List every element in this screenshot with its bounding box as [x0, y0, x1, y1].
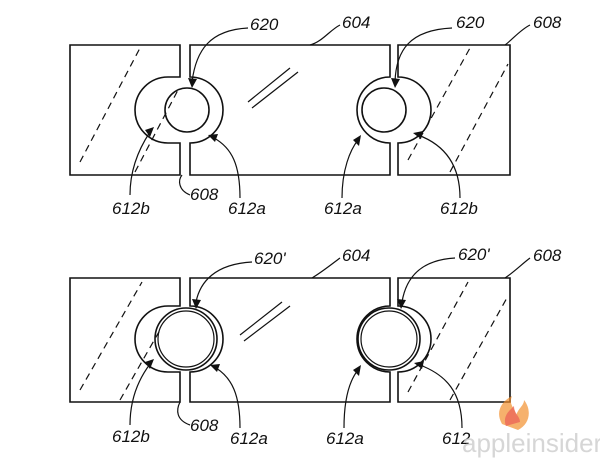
top-assembly: 620 604 620 608 612b 608 612a 612a 612b — [69, 13, 562, 218]
watermark-text: appleinsider — [462, 428, 600, 458]
bottom-right-hatch — [407, 281, 469, 393]
bottom-label-608-right: 608 — [533, 246, 562, 265]
top-glare-2 — [251, 71, 299, 109]
bottom-assembly: 620' 604 620' 608 612b 608 612a 612a 612 — [69, 245, 562, 448]
top-leader-620-right — [394, 27, 453, 83]
top-label-608-mid: 608 — [190, 185, 219, 204]
top-label-608-right: 608 — [533, 13, 562, 32]
bottom-leader-612-b — [419, 364, 463, 429]
top-center-link — [189, 44, 391, 176]
bottom-label-612b-left: 612b — [112, 427, 150, 446]
top-leader-608 — [504, 24, 531, 46]
top-leader-612a-a — [213, 137, 241, 199]
bottom-label-608-mid: 608 — [190, 416, 219, 435]
bottom-right-hatch-2 — [449, 295, 509, 401]
bottom-left-link — [69, 277, 181, 403]
top-leader-608-mid — [179, 174, 191, 196]
bottom-label-620-right: 620' — [458, 245, 490, 264]
bottom-leader-608-mid — [177, 401, 191, 426]
bottom-right-pin — [357, 307, 421, 371]
top-leader-604 — [309, 24, 341, 46]
appleinsider-watermark: appleinsider — [462, 396, 600, 458]
top-left-link — [69, 44, 181, 176]
bottom-left-hatch — [79, 281, 143, 391]
bottom-glare-2 — [243, 305, 291, 342]
bottom-label-604: 604 — [342, 246, 370, 265]
top-right-pin — [361, 87, 407, 133]
flame-logo-icon — [499, 396, 529, 430]
top-leader-612b-b — [417, 134, 461, 199]
bottom-leader-620-right — [401, 257, 456, 303]
bottom-leader-612b-a — [129, 363, 151, 426]
bottom-label-620-left: 620' — [254, 249, 286, 268]
top-label-604: 604 — [342, 13, 370, 32]
top-left-hatch — [79, 47, 141, 163]
top-label-612b-left: 612b — [112, 199, 150, 218]
bottom-left-pin — [154, 307, 218, 371]
top-label-620-left: 620 — [250, 15, 279, 34]
bottom-leader-612a-b — [343, 369, 359, 429]
bottom-left-hatch-2 — [119, 329, 161, 401]
bottom-leader-620-left — [195, 261, 253, 303]
bottom-right-link — [397, 277, 511, 403]
top-label-612b-right: 612b — [440, 199, 478, 218]
bottom-leader-612a-a — [215, 367, 241, 429]
top-label-612a-right: 612a — [324, 199, 362, 218]
top-leader-612a-b — [341, 139, 359, 199]
top-leader-620-left — [191, 27, 249, 83]
top-left-hatch-2 — [134, 89, 179, 173]
top-right-hatch — [407, 47, 471, 161]
bottom-label-612a-right: 612a — [326, 429, 364, 448]
bottom-leader-604 — [311, 257, 341, 279]
bottom-center-link — [189, 277, 391, 403]
top-label-620-right: 620 — [456, 13, 485, 32]
top-right-link — [397, 44, 511, 176]
bottom-left-pin-inner — [157, 310, 215, 368]
bottom-label-612-right: 612 — [442, 429, 471, 448]
bottom-label-612a-left: 612a — [230, 429, 268, 448]
top-left-pin — [164, 87, 210, 133]
top-right-hatch-2 — [449, 63, 509, 173]
top-label-612a-left: 612a — [228, 199, 266, 218]
bottom-glare-1 — [239, 301, 283, 336]
top-leader-612b-a — [129, 131, 151, 196]
top-glare-1 — [247, 67, 291, 103]
bottom-leader-608 — [504, 257, 531, 279]
bottom-right-pin-inner — [360, 310, 418, 368]
